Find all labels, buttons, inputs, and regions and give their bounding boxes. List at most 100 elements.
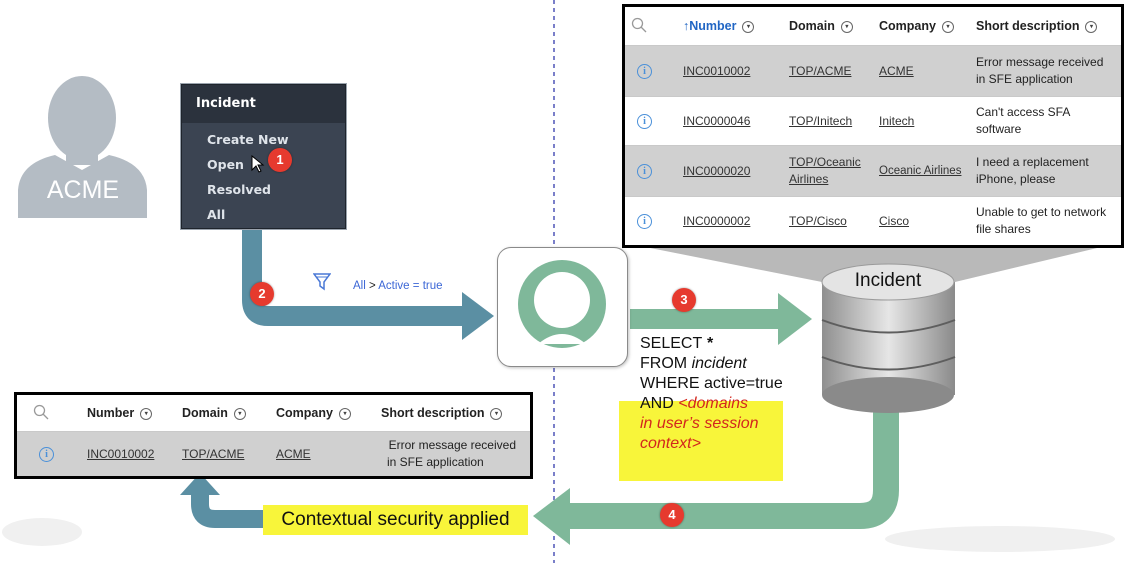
company-link[interactable]: ACME	[879, 64, 914, 78]
table-row[interactable]: i INC0010002 TOP/ACME ACME Error message…	[625, 45, 1121, 96]
column-menu-icon[interactable]: ▾	[490, 407, 503, 420]
menu-item-resolved[interactable]: Resolved	[207, 182, 271, 197]
column-desc-label: Short description	[976, 19, 1080, 33]
sql-and: AND	[640, 395, 674, 412]
sql-select: SELECT	[640, 335, 702, 352]
column-header-number[interactable]: ↑Number ▾	[677, 19, 783, 33]
column-number-label: Number	[87, 406, 135, 420]
app-logo-box	[497, 247, 628, 367]
domain-link[interactable]: TOP/ACME	[182, 447, 245, 461]
flow-arrow-2-head	[462, 292, 494, 340]
info-icon[interactable]: i	[637, 114, 652, 129]
incident-number-link[interactable]: INC0010002	[87, 447, 155, 461]
filter-condition[interactable]: Active = true	[378, 280, 443, 292]
incident-number-link[interactable]: INC0000020	[683, 164, 751, 178]
info-icon[interactable]: i	[637, 64, 652, 79]
column-desc-label: Short description	[381, 406, 485, 420]
column-menu-icon[interactable]: ▾	[742, 20, 755, 33]
domain-link[interactable]: TOP/Cisco	[789, 214, 847, 228]
incident-number-link[interactable]: INC0000002	[683, 214, 751, 228]
info-icon[interactable]: i	[39, 447, 54, 462]
column-domain-label: Domain	[789, 19, 835, 33]
sql-query: SELECT * FROM incident WHERE active=true…	[640, 334, 783, 454]
company-link[interactable]: Initech	[879, 114, 915, 128]
filter-all[interactable]: All	[353, 280, 366, 292]
flow-arrow-2	[242, 228, 462, 326]
sql-highlight	[619, 401, 783, 481]
info-icon[interactable]: i	[637, 164, 652, 179]
company-link[interactable]: Oceanic Airlines	[879, 165, 962, 177]
sort-ascending-icon: ↑	[683, 19, 690, 33]
filter-icon	[313, 273, 331, 291]
sql-domains-3: context>	[640, 435, 701, 452]
flow-arrow-3	[630, 309, 780, 329]
step-badge-3: 3	[672, 288, 696, 312]
table-row[interactable]: i INC0000046 TOP/Initech Initech Can't a…	[625, 96, 1121, 145]
incident-number-link[interactable]: INC0000046	[683, 114, 751, 128]
table-header: Number ▾ Domain ▾ Company ▾ Short descripti…	[17, 395, 530, 431]
user-silhouette-icon	[18, 76, 147, 218]
info-icon[interactable]: i	[637, 214, 652, 229]
sql-domains-2: in user’s session	[640, 415, 759, 432]
menu-item-create-new[interactable]: Create New	[207, 132, 289, 147]
sql-domains-1: <domains	[678, 395, 749, 412]
table-row[interactable]: i INC0010002 TOP/ACME ACME Error message…	[17, 431, 530, 476]
column-header-domain[interactable]: Domain ▾	[783, 19, 873, 33]
menu-item-open[interactable]: Open	[207, 157, 244, 172]
database-icon	[821, 263, 956, 413]
column-header-company[interactable]: Company ▾	[270, 406, 375, 420]
column-company-label: Company	[276, 406, 333, 420]
domain-link[interactable]: TOP/Oceanic Airlines	[789, 155, 861, 186]
flow-arrow-result-head	[180, 473, 220, 495]
column-menu-icon[interactable]: ▾	[338, 407, 351, 420]
sql-from: FROM	[640, 355, 688, 372]
column-header-company[interactable]: Company ▾	[873, 19, 970, 33]
incident-number-link[interactable]: INC0010002	[683, 64, 751, 78]
app-logo-icon	[518, 260, 606, 348]
table-row[interactable]: i INC0000020 TOP/Oceanic Airlines Oceani…	[625, 145, 1121, 196]
filter-separator: >	[368, 280, 376, 292]
security-note: Contextual security applied	[263, 505, 528, 535]
step-badge-4: 4	[660, 503, 684, 527]
column-menu-icon[interactable]: ▾	[140, 407, 153, 420]
table-callout	[625, 243, 1118, 282]
table-row[interactable]: i INC0000002 TOP/Cisco Cisco Unable to g…	[625, 196, 1121, 245]
column-menu-icon[interactable]: ▾	[941, 20, 954, 33]
column-number-label: Number	[689, 19, 737, 33]
company-link[interactable]: ACME	[276, 447, 311, 461]
database-label: Incident	[854, 270, 922, 291]
search-icon[interactable]	[625, 17, 677, 36]
step-badge-2: 2	[250, 282, 274, 306]
flow-arrow-3-head	[778, 293, 812, 345]
incident-menu: Incident Create New Open Resolved All	[181, 84, 346, 229]
column-domain-label: Domain	[182, 406, 228, 420]
filter-breadcrumb: All > Active = true	[353, 280, 443, 292]
column-menu-icon[interactable]: ▾	[1085, 20, 1098, 33]
menu-title: Incident	[182, 85, 345, 123]
incident-table-full: ↑Number ▾ Domain ▾ Company ▾ Short descript…	[622, 4, 1124, 248]
mouse-cursor-icon	[251, 155, 265, 173]
user-label: ACME	[46, 176, 120, 204]
column-menu-icon[interactable]: ▾	[840, 20, 853, 33]
flow-arrow-result	[191, 492, 263, 528]
menu-item-all[interactable]: All	[207, 207, 226, 222]
flow-arrow-4	[560, 405, 899, 529]
search-icon[interactable]	[17, 404, 81, 423]
flow-arrow-4-head	[533, 488, 570, 545]
company-link[interactable]: Cisco	[879, 214, 910, 228]
domain-link[interactable]: TOP/ACME	[789, 64, 852, 78]
column-company-label: Company	[879, 19, 936, 33]
domain-link[interactable]: TOP/Initech	[789, 114, 853, 128]
sql-where: WHERE active=true	[640, 375, 783, 392]
column-header-short-description[interactable]: Short description ▾	[375, 406, 524, 420]
column-header-domain[interactable]: Domain ▾	[176, 406, 270, 420]
column-header-number[interactable]: Number ▾	[81, 406, 176, 420]
column-header-short-description[interactable]: Short description ▾	[970, 19, 1115, 33]
column-menu-icon[interactable]: ▾	[233, 407, 246, 420]
table-header: ↑Number ▾ Domain ▾ Company ▾ Short descript…	[625, 7, 1121, 45]
sql-table: incident	[691, 355, 747, 372]
